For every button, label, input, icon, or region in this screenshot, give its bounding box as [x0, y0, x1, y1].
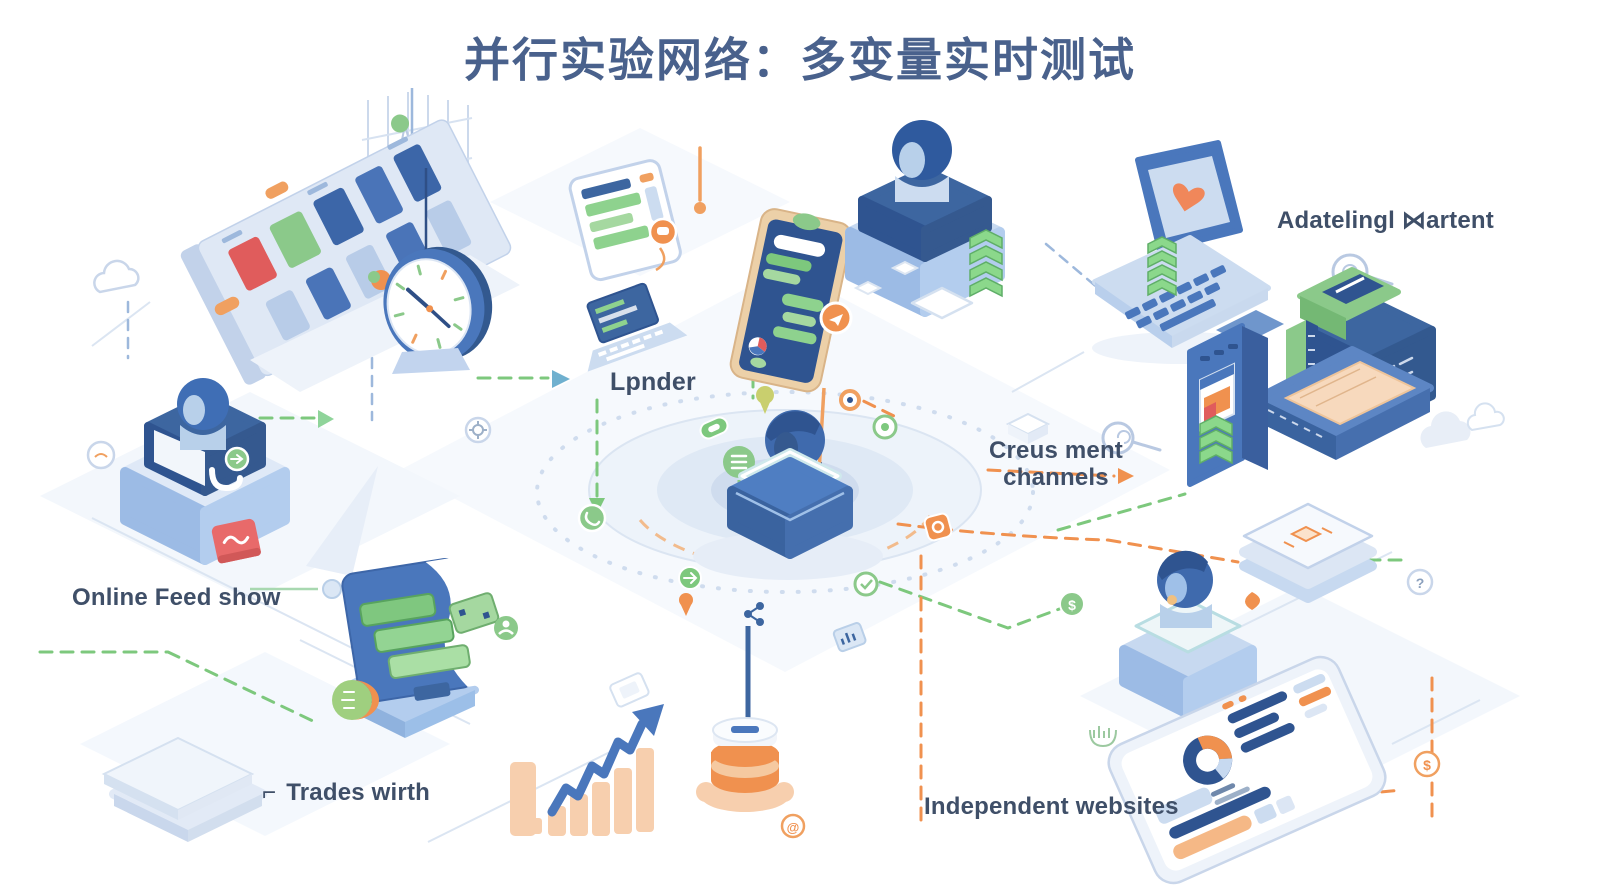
price-tag-icon [211, 518, 261, 564]
faint-arrow-shape [306, 466, 378, 576]
channel-props [1005, 412, 1162, 455]
green-right-arrow-icon [318, 410, 334, 428]
print-machine-illustration [1187, 253, 1436, 487]
label-channels-line1: Creus ment [988, 437, 1124, 464]
laptop-heart-illustration [1092, 140, 1271, 364]
left-avatar-illustration [86, 378, 378, 576]
label-online-feed: Online Feed show [72, 584, 281, 611]
label-independent-websites: Independent websites [924, 793, 1179, 820]
label-adaptive: Adatelingl ⋈artent [1277, 207, 1494, 234]
cloud-icon [93, 259, 140, 294]
dollar-glyph: $ [1068, 597, 1076, 613]
keyboard-keys [1124, 265, 1227, 332]
orange-pin-icon [679, 593, 693, 607]
label-channels-line2: channels [1003, 464, 1109, 491]
orange-right-arrow-icon [1118, 468, 1134, 484]
orange-dot-icon [694, 202, 706, 214]
mini-tablet-illustration [568, 159, 682, 282]
bracket-icon: ⌐ [262, 779, 277, 806]
label-trades-text: Trades wirth [286, 779, 430, 806]
white-card-icon [910, 286, 974, 320]
green-card-icon [448, 592, 500, 634]
tablet-dashboard-illustration [1089, 655, 1387, 885]
jar-slot [731, 726, 759, 733]
server-stack-icon [1199, 415, 1233, 465]
at-badge-icon [780, 813, 806, 839]
hub-avatar-illustration [693, 410, 883, 580]
green-user-badge-icon [494, 616, 518, 640]
cloud-icon [1466, 402, 1505, 432]
slab-stack-illustration [101, 736, 267, 842]
growth-chart-illustration [510, 704, 664, 836]
heart-icon [1173, 183, 1205, 212]
chart-card-icon [832, 622, 867, 653]
mini-laptop-illustration [586, 282, 688, 372]
dollar-badge-icon [1059, 591, 1085, 617]
label-trades: ⌐ Trades wirth [262, 779, 430, 807]
server-stack-icon [1147, 236, 1177, 297]
cloud-icon [1420, 411, 1471, 448]
question-glyph: ? [1416, 575, 1425, 591]
label-lender: Lpnder [610, 368, 696, 396]
at-glyph: @ [787, 820, 800, 835]
folder-wallet-illustration [332, 554, 518, 738]
page-title: 并行实验网络：多变量实时测试 [464, 34, 1136, 86]
chat-phone-illustration [723, 208, 853, 539]
node-dot-icon [322, 579, 342, 599]
green-ring-icon [853, 571, 879, 597]
teal-arrow-icon [552, 370, 570, 388]
top-avatar-illustration [845, 120, 1005, 317]
gear-badge-icon [923, 512, 953, 542]
data-jar-illustration [696, 602, 794, 812]
dollar-ring-icon [1413, 750, 1441, 778]
server-stack-icon [969, 229, 1003, 298]
question-badge-icon [1406, 568, 1434, 596]
share-icon [747, 605, 761, 623]
green-pill-icon [699, 416, 729, 440]
card-stack-illustration [1239, 502, 1377, 603]
scatter-badges: $ ? $ @ [464, 286, 1441, 839]
blueprint-icon [1289, 525, 1323, 543]
olive-pin-icon [756, 386, 774, 404]
phone-badge-icon [577, 503, 607, 533]
right-avatar-illustration [1119, 550, 1260, 719]
dollar-glyph: $ [1423, 757, 1431, 773]
donut-chart [1183, 735, 1233, 785]
trend-arrow [547, 719, 647, 817]
cloud-icons [93, 259, 1505, 448]
chip-icon [609, 672, 650, 708]
mini-jar-chart-icon [1089, 726, 1117, 748]
hand-prop-icon [1167, 595, 1177, 605]
clock-illustration [368, 246, 493, 374]
gear-ring-icon [464, 416, 492, 444]
orange-drop-icon [1245, 592, 1260, 610]
